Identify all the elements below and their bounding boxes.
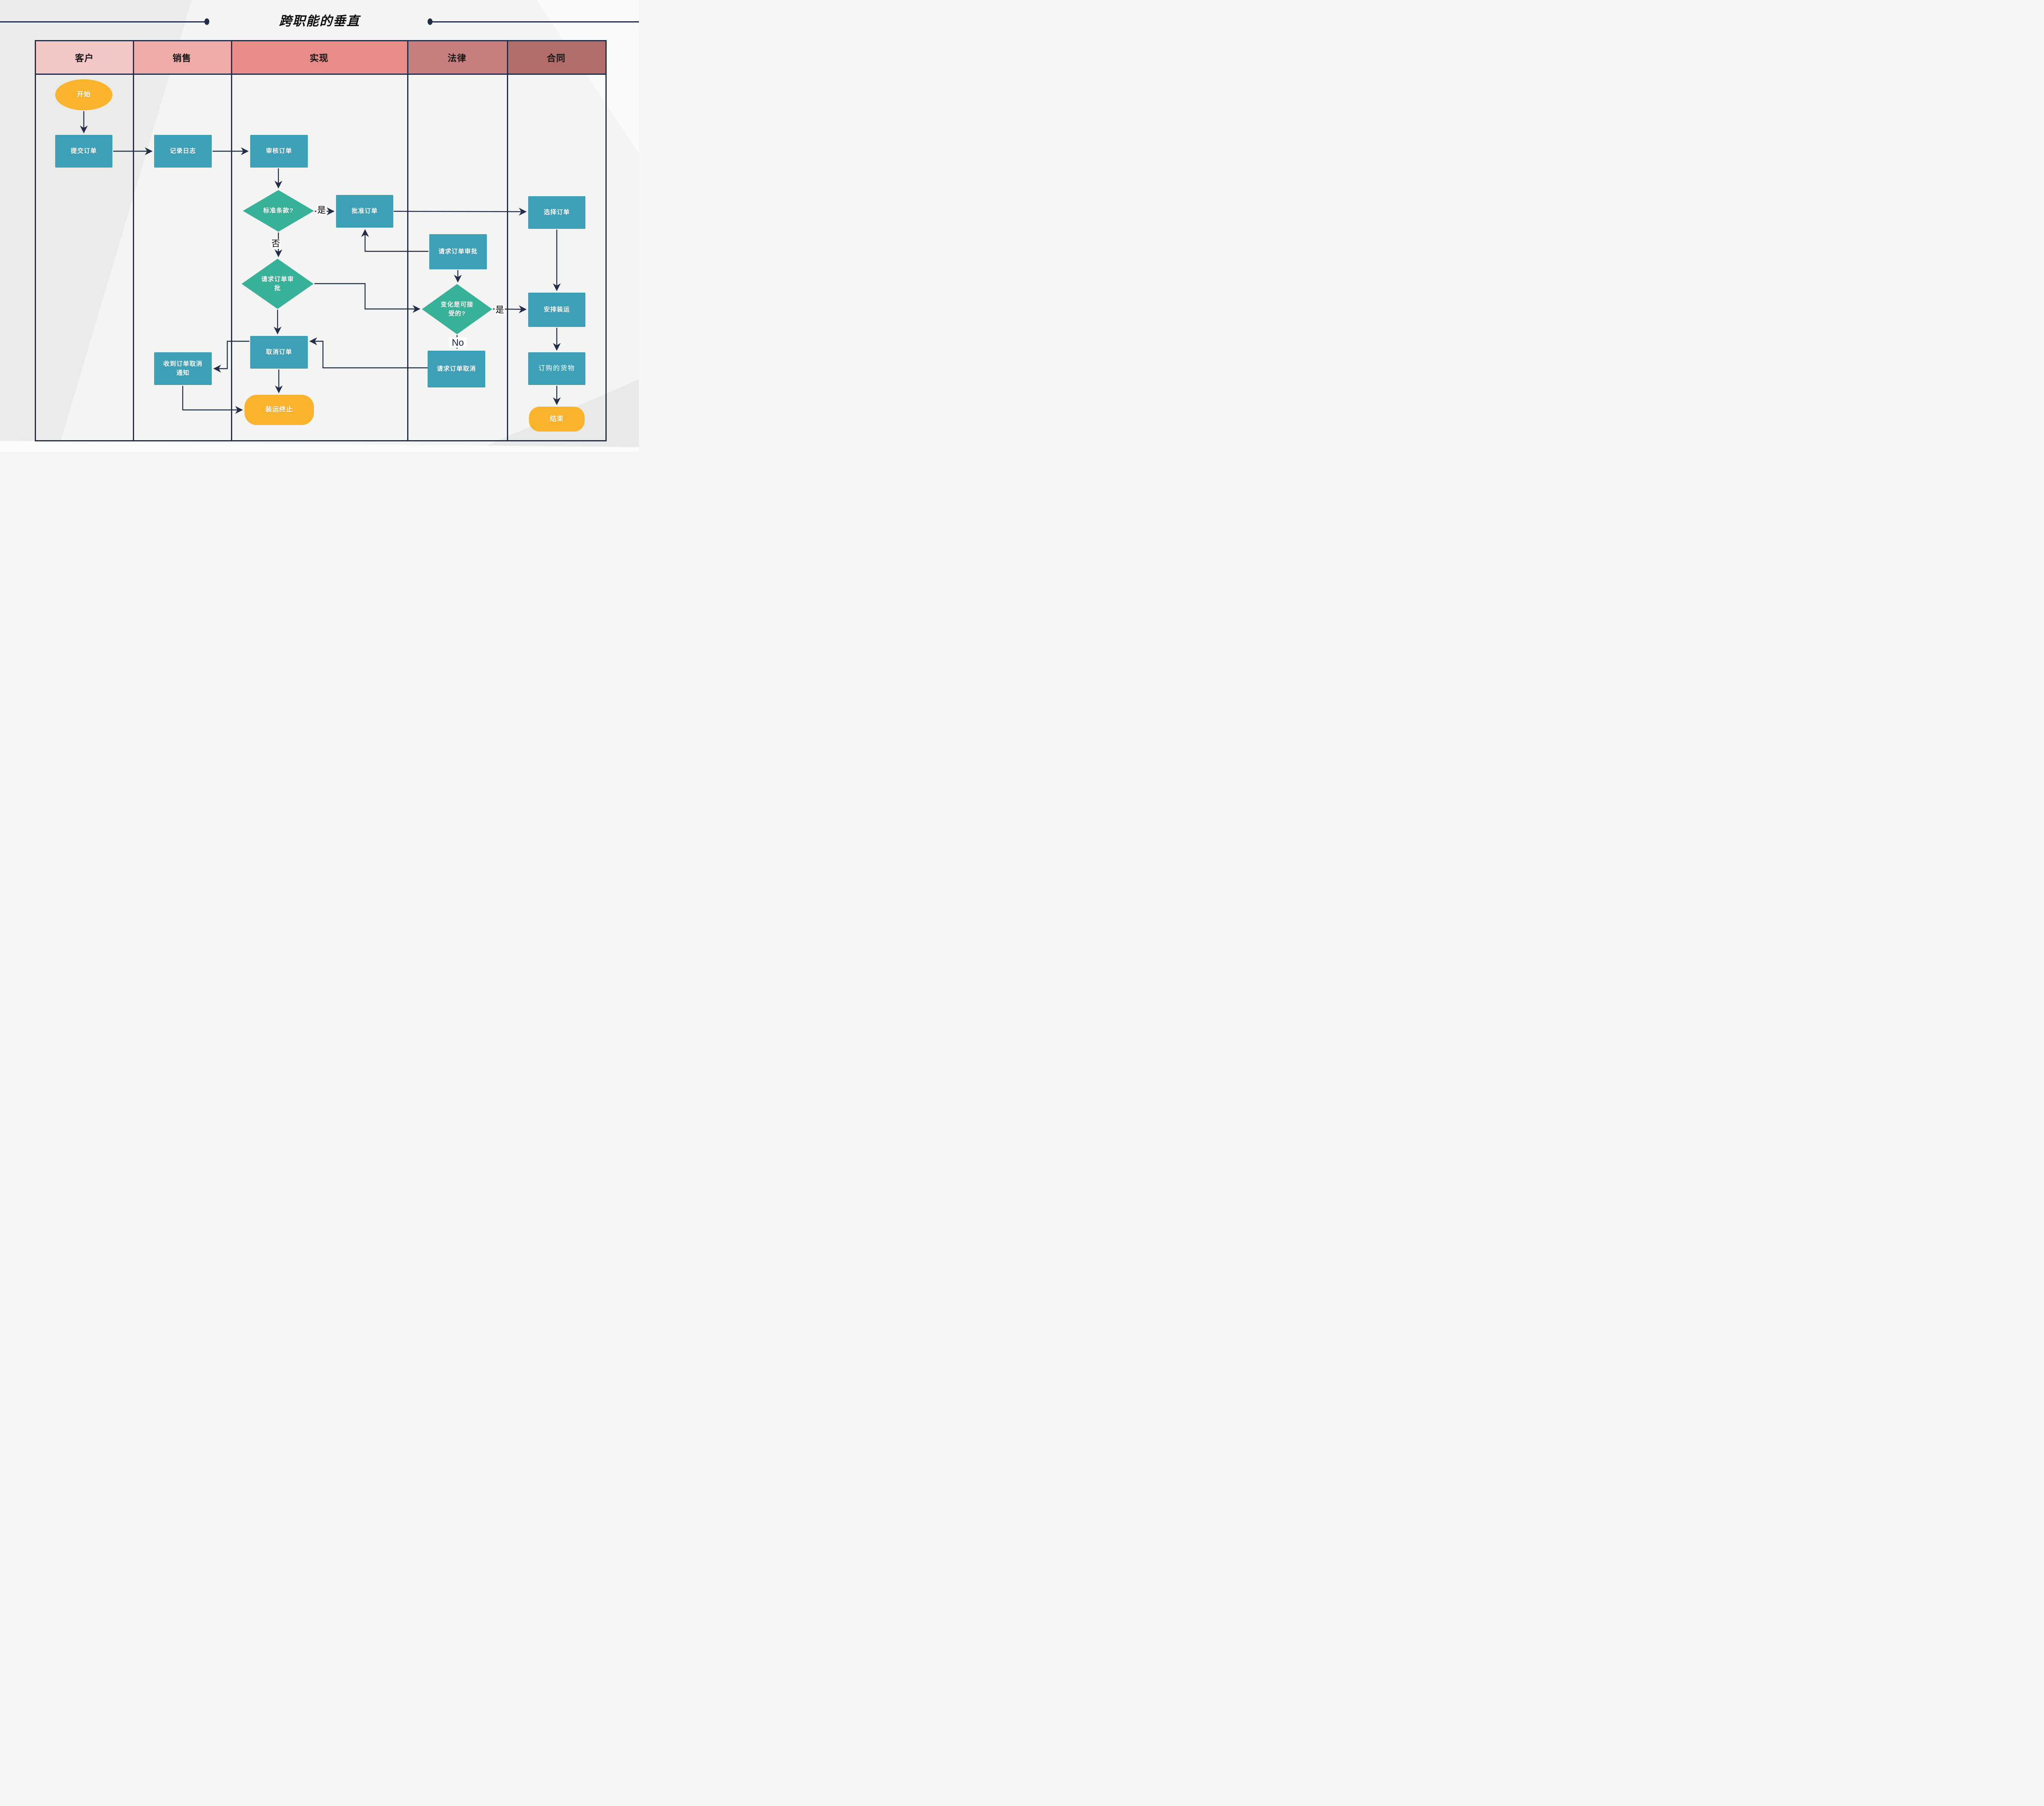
node-review-order-label: 审核订单 — [266, 147, 292, 154]
node-request-approval-decision-label: 请求订单审批 — [261, 275, 294, 292]
lane-divider-2 — [231, 41, 232, 440]
node-review-order: 审核订单 — [250, 135, 308, 168]
node-submit-order-label: 提交订单 — [70, 147, 97, 154]
node-shipment-terminated: 装运终止 — [244, 395, 314, 425]
node-ordered-goods-label: 订购的货物 — [538, 365, 575, 372]
node-approve-order-label: 批准订单 — [351, 207, 378, 215]
node-cancel-notice: 收到订单取消通知 — [154, 352, 212, 385]
edge-label-change-yes: 是 — [495, 305, 505, 316]
lane-divider-4 — [507, 41, 508, 440]
page-title: 跨职能的垂直 — [279, 14, 360, 28]
node-start-label: 开始 — [76, 91, 91, 98]
node-submit-order: 提交订单 — [55, 135, 112, 168]
node-select-order-label: 选择订单 — [543, 208, 570, 216]
title-rule-right — [432, 21, 639, 22]
node-approve-order: 批准订单 — [336, 195, 393, 228]
lane-divider-1 — [133, 41, 134, 440]
node-ordered-goods: 订购的货物 — [528, 352, 585, 385]
node-arrange-shipment-label: 安排装运 — [543, 306, 570, 313]
node-change-acceptable-label: 变化是可接受的? — [440, 301, 473, 317]
lane-divider-3 — [407, 41, 408, 440]
node-log-record-label: 记录日志 — [170, 147, 196, 154]
node-end: 结束 — [529, 407, 585, 432]
node-cancel-order: 取消订单 — [250, 336, 308, 369]
node-log-record: 记录日志 — [154, 135, 212, 168]
node-standard-terms-label: 标准条款? — [263, 207, 294, 215]
swimlane-table: 客户 销售 实现 法律 合同 — [35, 40, 607, 441]
edge-label-change-no: No — [449, 337, 467, 348]
node-request-approval-box-label: 请求订单审批 — [438, 248, 478, 255]
lane-header-customer: 客户 — [36, 41, 133, 75]
node-request-approval-box: 请求订单审批 — [429, 234, 487, 269]
lane-header-sales: 销售 — [133, 41, 231, 75]
flowchart-canvas: 跨职能的垂直 客户 销售 实现 法律 合同 开始 提交订单 记录日志 审核订单 … — [0, 0, 639, 452]
title-dot-left — [204, 18, 209, 25]
lane-header-legal: 法律 — [407, 41, 507, 75]
title-rule-left — [0, 21, 205, 22]
node-start: 开始 — [55, 79, 112, 110]
node-end-label: 结束 — [549, 415, 564, 423]
node-request-cancel: 请求订单取消 — [428, 351, 485, 387]
lane-header-contract: 合同 — [507, 41, 605, 75]
node-shipment-terminated-label: 装运终止 — [265, 406, 293, 413]
lane-header-implementation: 实现 — [231, 41, 407, 75]
node-cancel-order-label: 取消订单 — [266, 348, 292, 356]
node-arrange-shipment: 安排装运 — [528, 293, 585, 327]
node-select-order: 选择订单 — [528, 196, 585, 229]
edge-label-standard-no: 否 — [271, 239, 281, 249]
node-cancel-notice-label: 收到订单取消通知 — [163, 360, 203, 377]
node-request-cancel-label: 请求订单取消 — [437, 365, 476, 372]
edge-label-standard-yes: 是 — [316, 206, 327, 216]
title-dot-right — [428, 18, 433, 25]
